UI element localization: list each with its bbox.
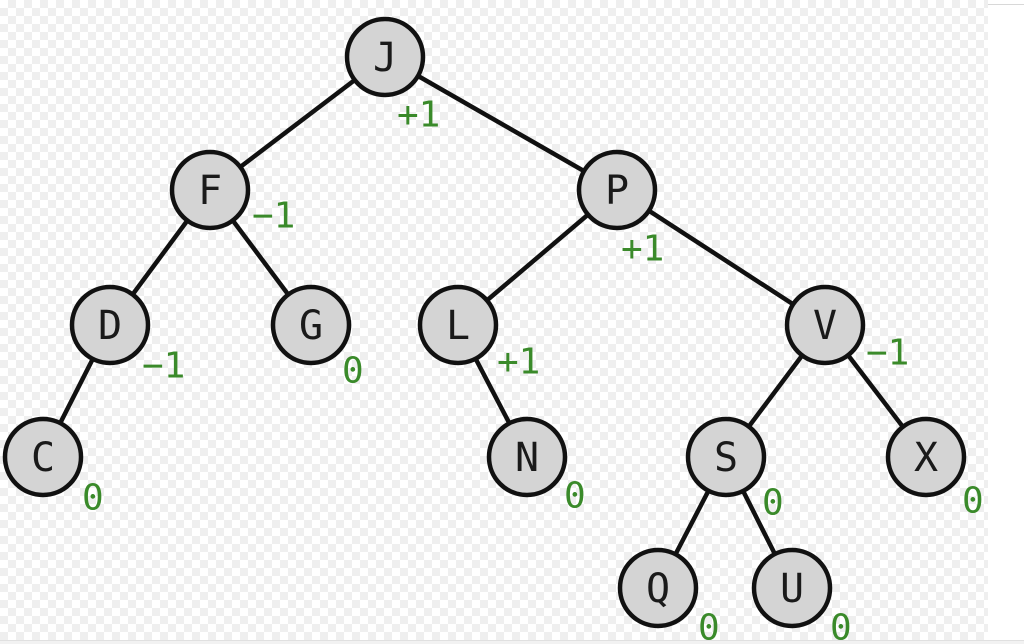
balance-factor-v: −1: [866, 333, 909, 374]
node-j: J: [344, 16, 426, 98]
node-circle: [69, 284, 151, 366]
node-label: G: [299, 303, 323, 349]
node-d: D: [69, 284, 151, 366]
node-label: F: [198, 168, 222, 214]
node-circle: [169, 149, 251, 231]
node-circle: [617, 547, 699, 629]
node-n: N: [486, 416, 568, 498]
balance-factor-l: +1: [497, 342, 540, 383]
edge-j-p: [382, 54, 620, 193]
node-q: Q: [617, 547, 699, 629]
node-p: P: [576, 149, 658, 231]
node-circle: [344, 16, 426, 98]
node-circle: [751, 547, 833, 629]
node-label: V: [813, 303, 837, 349]
balance-factor-x: 0: [962, 481, 984, 522]
balance-factor-f: −1: [252, 196, 295, 237]
node-label: L: [446, 303, 470, 349]
balance-factor-j: +1: [397, 95, 440, 136]
node-label: N: [515, 435, 539, 481]
node-label: J: [373, 35, 397, 81]
right-margin: [988, 0, 1024, 644]
balance-factor-n: 0: [564, 476, 586, 517]
node-circle: [685, 416, 767, 498]
node-u: U: [751, 547, 833, 629]
node-circle: [2, 416, 84, 498]
node-circle: [784, 284, 866, 366]
node-label: C: [31, 435, 55, 481]
node-label: S: [714, 435, 738, 481]
balance-factor-p: +1: [621, 229, 664, 270]
edge-p-v: [614, 187, 828, 328]
node-f: F: [169, 149, 251, 231]
node-v: V: [784, 284, 866, 366]
balance-factor-u: 0: [830, 608, 852, 644]
bottom-rule: [0, 640, 1024, 644]
node-circle: [486, 416, 568, 498]
node-circle: [885, 416, 967, 498]
node-l: L: [417, 284, 499, 366]
node-g: G: [270, 284, 352, 366]
node-s: S: [685, 416, 767, 498]
balance-factor-q: 0: [698, 608, 720, 644]
balance-factor-g: 0: [342, 351, 364, 392]
node-label: X: [914, 435, 938, 481]
node-x: X: [885, 416, 967, 498]
balance-factor-d: −1: [142, 346, 185, 387]
nodes-layer: J F P D G L V C N S X Q U: [2, 16, 967, 629]
node-c: C: [2, 416, 84, 498]
node-label: P: [605, 168, 629, 214]
node-circle: [576, 149, 658, 231]
balance-labels-layer: +1 −1 +1 −1 0 +1 −1 0 0 0 0 0 0: [82, 95, 984, 644]
balance-factor-c: 0: [82, 478, 104, 519]
balance-factor-s: 0: [762, 483, 784, 524]
node-circle: [270, 284, 352, 366]
node-circle: [417, 284, 499, 366]
node-label: Q: [646, 566, 670, 612]
node-label: D: [98, 303, 122, 349]
node-label: U: [780, 566, 804, 612]
top-rule: [988, 0, 1024, 5]
